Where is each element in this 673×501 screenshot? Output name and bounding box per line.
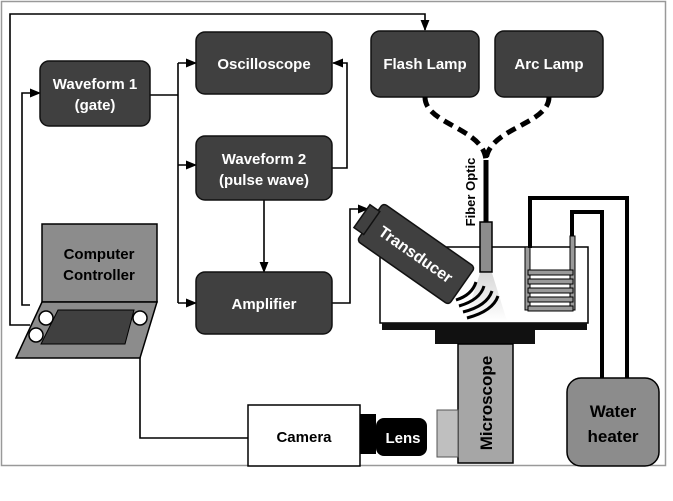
water-heater-box xyxy=(566,377,660,467)
microscope-body xyxy=(457,343,514,464)
fiber-optic-label: Fiber Optic xyxy=(463,158,478,227)
transducer-connector xyxy=(352,203,381,236)
wire-computer-camera xyxy=(139,335,248,439)
waveform2-label: Waveform 2 xyxy=(222,151,306,168)
lens-mount xyxy=(360,414,376,454)
lens-label: Lens xyxy=(385,430,420,447)
amplifier-box xyxy=(195,271,333,335)
flash-lamp-label: Flash Lamp xyxy=(383,56,466,73)
microscope-label: Microscope xyxy=(477,356,496,450)
wire-waveform2-oscilloscope xyxy=(330,58,348,169)
computer-sublabel: Controller xyxy=(63,267,135,284)
water-heater-label: Water xyxy=(590,402,637,421)
fiber-from-flash-lamp xyxy=(422,96,489,163)
laptop-port-bottom-left xyxy=(28,327,44,343)
waveform1-box xyxy=(39,60,151,127)
lens-box xyxy=(376,418,427,456)
oscilloscope-label: Oscilloscope xyxy=(217,56,310,73)
acoustic-waves xyxy=(455,281,500,320)
fiber-optic-cables xyxy=(422,96,552,163)
wire-computer-waveform1 xyxy=(21,88,42,306)
oscilloscope-box xyxy=(195,31,333,95)
stage-plate xyxy=(382,323,587,330)
laptop-screen xyxy=(41,223,158,303)
microscope-camera-port xyxy=(436,409,459,458)
camera-label: Camera xyxy=(276,429,332,446)
fiber-from-arc-lamp xyxy=(483,96,552,163)
wire-computer-flashlamp xyxy=(9,13,430,326)
stage-mount xyxy=(435,330,535,344)
wire-amplifier-transducer xyxy=(330,204,370,304)
signal-wires xyxy=(9,13,430,439)
fiber-optic-probe xyxy=(479,221,493,273)
arc-lamp-label: Arc Lamp xyxy=(514,56,583,73)
waveform1-sublabel: (gate) xyxy=(75,97,116,114)
laptop-port-top-left xyxy=(38,310,54,326)
water-tube-inner xyxy=(570,210,604,385)
waveform2-sublabel: (pulse wave) xyxy=(219,172,309,189)
computer-label: Computer xyxy=(64,246,135,263)
amplifier-label: Amplifier xyxy=(231,296,296,313)
waveform1-label: Waveform 1 xyxy=(53,76,137,93)
waveform2-box xyxy=(195,135,333,201)
water-tube-outer xyxy=(528,196,629,385)
laptop-touchpad xyxy=(40,309,135,345)
laptop-port-right xyxy=(132,310,148,326)
water-heater-sublabel: heater xyxy=(587,427,638,446)
